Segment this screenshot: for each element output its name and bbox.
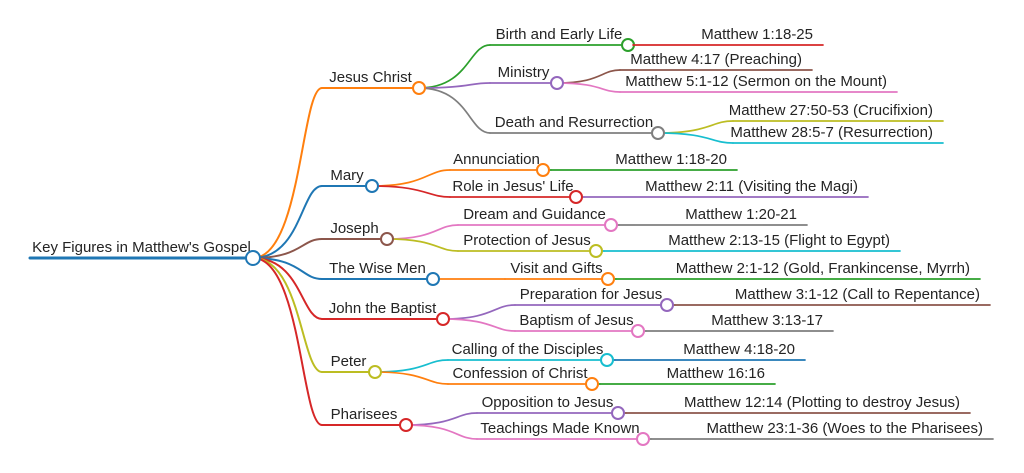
- node-toggle-dot-peter[interactable]: [368, 365, 382, 379]
- node-label-peter: Peter: [331, 353, 367, 370]
- node-toggle-dot-preparation-for-jesus[interactable]: [660, 298, 674, 312]
- link-to-annunciation: [371, 169, 451, 187]
- node-label-key-figures-in-matthew-s-gospel: Key Figures in Matthew's Gospel: [32, 239, 251, 256]
- node-label-matthew-12-14-plotting-to-destroy-jesus: Matthew 12:14 (Plotting to destroy Jesus…: [684, 394, 960, 411]
- link-to-john-the-baptist: [252, 257, 323, 320]
- node-label-matthew-5-1-12-sermon-on-the-mount: Matthew 5:1-12 (Sermon on the Mount): [625, 73, 887, 90]
- node-label-matthew-27-50-53-crucifixion: Matthew 27:50-53 (Crucifixion): [729, 102, 933, 119]
- node-label-matthew-23-1-36-woes-to-the-pharisees: Matthew 23:1-36 (Woes to the Pharisees): [706, 420, 983, 437]
- link-to-joseph: [252, 238, 323, 259]
- node-label-death-and-resurrection: Death and Resurrection: [495, 114, 653, 131]
- node-label-mary: Mary: [330, 167, 364, 184]
- node-toggle-dot-role-in-jesus-life[interactable]: [569, 190, 583, 204]
- node-toggle-dot-the-wise-men[interactable]: [426, 272, 440, 286]
- link-to-mary: [252, 185, 323, 259]
- link-to-jesus-christ: [252, 87, 323, 259]
- node-toggle-dot-annunciation[interactable]: [536, 163, 550, 177]
- node-label-matthew-4-17-preaching: Matthew 4:17 (Preaching): [630, 51, 802, 68]
- link-to-matthew-27-50-53-crucifixion: [657, 120, 734, 134]
- node-toggle-dot-calling-of-the-disciples[interactable]: [600, 353, 614, 367]
- node-label-ministry: Ministry: [498, 64, 550, 81]
- node-label-confession-of-christ: Confession of Christ: [452, 365, 588, 382]
- node-label-matthew-2-1-12-gold-frankincense-myrrh: Matthew 2:1-12 (Gold, Frankincense, Myrr…: [676, 260, 970, 277]
- node-label-matthew-1-18-20: Matthew 1:18-20: [615, 151, 727, 168]
- link-to-ministry: [418, 82, 491, 89]
- link-to-role-in-jesus-life: [371, 185, 451, 198]
- node-toggle-dot-pharisees[interactable]: [399, 418, 413, 432]
- node-label-baptism-of-jesus: Baptism of Jesus: [519, 312, 633, 329]
- node-label-role-in-jesus-life: Role in Jesus' Life: [452, 178, 573, 195]
- node-label-matthew-16-16: Matthew 16:16: [667, 365, 765, 382]
- node-label-matthew-1-20-21: Matthew 1:20-21: [685, 206, 797, 223]
- node-toggle-dot-teachings-made-known[interactable]: [636, 432, 650, 446]
- node-toggle-dot-protection-of-jesus[interactable]: [589, 244, 603, 258]
- node-toggle-dot-visit-and-gifts[interactable]: [601, 272, 615, 286]
- link-to-baptism-of-jesus: [442, 318, 516, 332]
- node-toggle-dot-joseph[interactable]: [380, 232, 394, 246]
- node-toggle-dot-john-the-baptist[interactable]: [436, 312, 450, 326]
- node-label-joseph: Joseph: [330, 220, 378, 237]
- node-toggle-dot-ministry[interactable]: [550, 76, 564, 90]
- node-label-matthew-1-18-25: Matthew 1:18-25: [701, 26, 813, 43]
- node-label-pharisees: Pharisees: [331, 406, 398, 423]
- link-to-matthew-4-17-preaching: [556, 69, 621, 84]
- link-to-dream-and-guidance: [386, 224, 459, 240]
- link-to-matthew-5-1-12-sermon-on-the-mount: [556, 82, 621, 93]
- link-to-death-and-resurrection: [418, 87, 491, 134]
- link-to-birth-and-early-life: [418, 44, 491, 89]
- node-label-john-the-baptist: John the Baptist: [329, 300, 437, 317]
- node-toggle-dot-opposition-to-jesus[interactable]: [611, 406, 625, 420]
- link-to-peter: [252, 257, 323, 373]
- node-label-protection-of-jesus: Protection of Jesus: [463, 232, 591, 249]
- link-to-teachings-made-known: [405, 424, 478, 440]
- node-label-jesus-christ: Jesus Christ: [329, 69, 412, 86]
- node-label-birth-and-early-life: Birth and Early Life: [496, 26, 623, 43]
- node-toggle-dot-jesus-christ[interactable]: [412, 81, 426, 95]
- link-to-pharisees: [252, 257, 323, 426]
- node-label-opposition-to-jesus: Opposition to Jesus: [482, 394, 614, 411]
- node-toggle-dot-key-figures-in-matthew-s-gospel[interactable]: [245, 250, 261, 266]
- node-label-matthew-3-13-17: Matthew 3:13-17: [711, 312, 823, 329]
- node-label-matthew-2-11-visiting-the-magi: Matthew 2:11 (Visiting the Magi): [645, 178, 858, 195]
- node-toggle-dot-dream-and-guidance[interactable]: [604, 218, 618, 232]
- node-toggle-dot-death-and-resurrection[interactable]: [651, 126, 665, 140]
- node-label-preparation-for-jesus: Preparation for Jesus: [520, 286, 663, 303]
- link-to-confession-of-christ: [374, 371, 449, 385]
- node-label-matthew-4-18-20: Matthew 4:18-20: [683, 341, 795, 358]
- node-label-dream-and-guidance: Dream and Guidance: [463, 206, 606, 223]
- node-label-annunciation: Annunciation: [453, 151, 540, 168]
- node-label-teachings-made-known: Teachings Made Known: [480, 420, 639, 437]
- link-to-the-wise-men: [252, 257, 323, 280]
- link-to-calling-of-the-disciples: [374, 359, 449, 373]
- node-label-visit-and-gifts: Visit and Gifts: [510, 260, 602, 277]
- node-label-matthew-28-5-7-resurrection: Matthew 28:5-7 (Resurrection): [730, 124, 933, 141]
- node-label-calling-of-the-disciples: Calling of the Disciples: [452, 341, 604, 358]
- link-to-matthew-28-5-7-resurrection: [657, 132, 734, 144]
- node-toggle-dot-mary[interactable]: [365, 179, 379, 193]
- node-toggle-dot-baptism-of-jesus[interactable]: [631, 324, 645, 338]
- node-label-matthew-3-1-12-call-to-repentance: Matthew 3:1-12 (Call to Repentance): [735, 286, 980, 303]
- node-label-matthew-2-13-15-flight-to-egypt: Matthew 2:13-15 (Flight to Egypt): [668, 232, 890, 249]
- node-toggle-dot-confession-of-christ[interactable]: [585, 377, 599, 391]
- link-to-preparation-for-jesus: [442, 304, 516, 320]
- node-label-the-wise-men: The Wise Men: [329, 260, 426, 277]
- link-to-opposition-to-jesus: [405, 412, 478, 426]
- link-to-protection-of-jesus: [386, 238, 459, 252]
